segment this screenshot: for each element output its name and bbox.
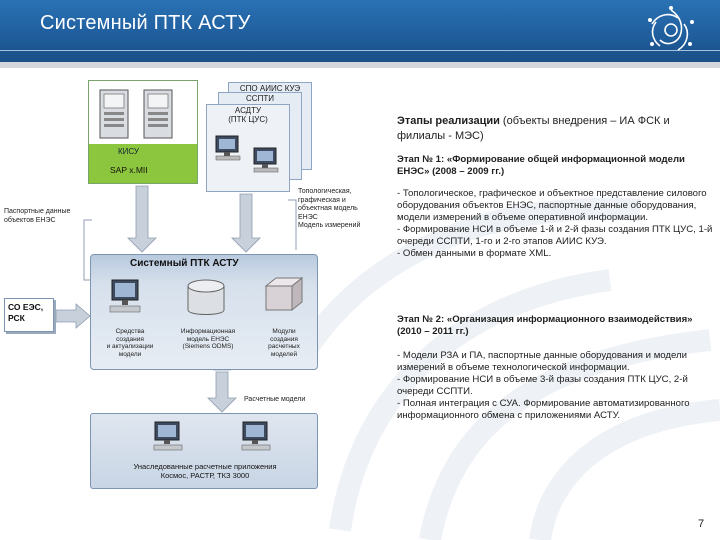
side-right-line-2: графическая и	[298, 196, 346, 204]
external-source-label: СО ЕЭС, РСК	[8, 302, 52, 324]
stage1-heading: Этап № 1: «Формирование общей информацио…	[397, 154, 685, 177]
main-system-title: Системный ПТК АСТУ	[130, 258, 239, 269]
tool-label-model-tools: Средства создания и актуализации модели	[98, 328, 162, 358]
side-right-line-4: ЕНЭС	[298, 213, 318, 221]
tool-2-line-2: модель ЕНЭС	[186, 335, 230, 343]
tool-1-line-3: и актуализации	[106, 343, 154, 350]
kisu-band	[89, 144, 197, 183]
database-icon	[187, 279, 225, 315]
slide-header	[0, 0, 720, 62]
stack-label-asdtu: АСДТУ	[234, 106, 262, 115]
workstation-icon	[215, 135, 241, 161]
stages-intro: Этапы реализации (объекты внедрения – ИА…	[397, 114, 713, 144]
side-right-line-3: объектная модель	[298, 205, 358, 212]
side-left-line-2: объектов ЕНЭС	[4, 216, 56, 224]
external-line-2: РСК	[8, 313, 25, 323]
header-divider	[0, 50, 720, 51]
tool-2-line-1: Информационная	[180, 328, 236, 335]
legacy-line-1: Унаследованные расчетные приложения	[133, 462, 277, 471]
stage2-body: - Модели РЗА и ПА, паспортные данные обо…	[397, 350, 690, 421]
external-line-1: СО ЕЭС,	[8, 302, 44, 312]
stages-intro-rest: (объекты внедрения – ИА ФСК и филиалы - …	[397, 115, 670, 142]
tool-label-calc-modules: Модули создания расчетных моделей	[254, 328, 314, 358]
tool-3-line-3: расчетных	[268, 343, 300, 350]
stack-label-aiis: СПО АИИС КУЭ	[239, 84, 301, 93]
server-icon	[99, 89, 129, 139]
workstation-icon	[153, 421, 183, 451]
server-icon	[143, 89, 173, 139]
tool-3-line-1: Модули	[272, 328, 296, 335]
stack-label-ssp: ССПТИ	[246, 94, 274, 103]
sap-label: SAP x.MII	[110, 165, 148, 175]
stack-label-ptk: (ПТК ЦУС)	[228, 115, 268, 124]
kisu-label: КИСУ	[118, 147, 140, 156]
topology-model-label: Топологическая, графическая и объектная …	[298, 188, 390, 231]
workstation-icon	[253, 147, 279, 173]
side-right-line-1: Топологическая,	[298, 188, 352, 195]
header-shadow-strip	[0, 62, 720, 68]
tool-3-line-2: создания	[270, 335, 298, 343]
tool-1-line-4: модели	[118, 350, 142, 358]
workstation-icon	[109, 279, 141, 313]
stage1-body: - Топологическое, графическое и объектно…	[397, 188, 713, 259]
tool-1-line-1: Средства	[115, 328, 145, 335]
tool-2-line-3: (Siemens ODMS)	[182, 343, 234, 350]
tool-3-line-4: моделей	[270, 350, 298, 358]
legacy-apps-box	[90, 413, 318, 489]
legacy-apps-label: Унаследованные расчетные приложения Косм…	[100, 462, 310, 480]
external-source-box	[4, 298, 54, 332]
slide-title: Системный ПТК АСТУ	[40, 12, 251, 34]
company-logo-icon	[648, 6, 694, 51]
passport-data-label: Паспортные данные объектов ЕНЭС	[4, 208, 90, 225]
calc-models-label: Расчетные модели	[244, 396, 306, 403]
legacy-line-2: Космос, РАСТР, ТКЗ 3000	[160, 471, 250, 480]
side-left-line-1: Паспортные данные	[4, 208, 71, 215]
diagram-arrows	[55, 185, 297, 413]
side-right-line-5: Модель измерений	[298, 222, 361, 229]
stage2-heading: Этап № 2: «Организация информационного в…	[397, 314, 693, 337]
page-number: 7	[698, 518, 705, 530]
tool-1-line-2: создания	[116, 335, 144, 343]
tool-label-info-model: Информационная модель ЕНЭС (Siemens ODMS…	[168, 328, 248, 351]
workstation-icon	[241, 421, 271, 451]
module-box-icon	[264, 276, 304, 312]
stages-intro-bold: Этапы реализации	[397, 115, 500, 127]
